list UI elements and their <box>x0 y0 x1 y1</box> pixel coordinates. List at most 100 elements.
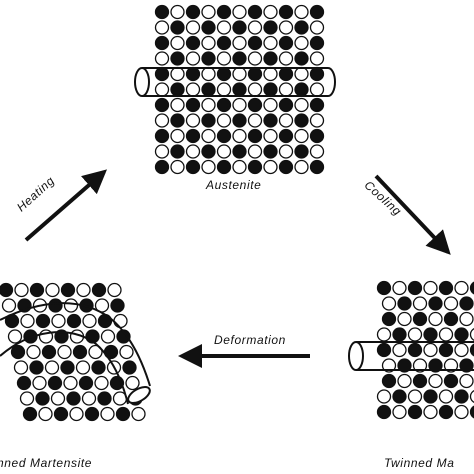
twinned-martensite-label: Twinned Ma <box>384 456 455 470</box>
detwinned-atom <box>94 375 109 391</box>
austenite-atom <box>201 159 216 175</box>
austenite-atom <box>263 4 278 20</box>
austenite-atom <box>201 128 216 144</box>
detwinned-atom <box>110 298 125 313</box>
austenite-atom <box>154 128 170 144</box>
detwinned-atom <box>41 344 57 360</box>
austenite-atom <box>154 66 170 82</box>
austenite-atom <box>185 82 201 97</box>
austenite-atom <box>185 113 201 128</box>
twinned-atom <box>428 358 443 373</box>
austenite-lattice <box>154 4 325 175</box>
austenite-atom <box>201 35 216 51</box>
austenite-atom <box>170 144 185 159</box>
detwinned-atom <box>88 344 103 360</box>
austenite-atom <box>201 51 216 66</box>
detwinned-atom <box>19 391 35 406</box>
austenite-atom <box>247 20 263 35</box>
austenite-atom <box>294 97 309 113</box>
twinned-atom <box>469 390 474 403</box>
austenite-atom <box>247 82 263 97</box>
bent-rod <box>0 302 151 405</box>
austenite-atom <box>263 82 278 97</box>
twinned-atom <box>392 327 407 342</box>
detwinned-atom <box>122 360 137 375</box>
austenite-atom <box>201 113 216 128</box>
detwinned-atom <box>125 375 140 391</box>
twinned-martensite-lattice <box>376 280 474 420</box>
detwinned-martensite-label: nned Martensite <box>0 456 93 470</box>
detwinned-atom <box>16 375 32 391</box>
austenite-atom <box>278 97 294 113</box>
austenite-atom <box>154 144 170 159</box>
austenite-atom <box>294 128 309 144</box>
twinned-atom <box>423 280 438 296</box>
twinned-atom <box>412 311 428 327</box>
detwinned-atom <box>32 375 47 391</box>
detwinned-atom <box>81 391 97 406</box>
austenite-atom <box>263 113 278 128</box>
detwinned-atom <box>63 375 78 391</box>
detwinned-atom <box>13 360 29 375</box>
detwinned-atom <box>0 282 14 298</box>
austenite-atom <box>309 144 325 159</box>
austenite-atom <box>247 128 263 144</box>
austenite-atom <box>170 128 185 144</box>
austenite-atom <box>263 97 278 113</box>
austenite-atom <box>216 144 232 159</box>
austenite-atom <box>170 4 185 20</box>
twinned-atom <box>397 358 412 373</box>
austenite-atom <box>278 4 294 20</box>
twinned-atom <box>469 328 474 341</box>
detwinned-atom <box>45 282 60 298</box>
detwinned-atom <box>50 391 66 406</box>
austenite-atom <box>247 113 263 128</box>
austenite-atom <box>232 97 247 113</box>
austenite-atom <box>294 20 309 35</box>
austenite-atom <box>170 159 185 175</box>
detwinned-atom <box>75 360 91 375</box>
detwinned-atom <box>72 344 88 360</box>
detwinned-atom <box>100 406 115 422</box>
austenite-atom <box>154 51 170 66</box>
detwinned-atom <box>22 406 38 422</box>
detwinned-atom <box>100 329 116 344</box>
austenite-atom <box>232 4 247 20</box>
austenite-atom <box>232 82 247 97</box>
detwinned-atom <box>107 282 122 298</box>
austenite-atom <box>278 51 294 66</box>
twinned-atom <box>412 373 428 389</box>
twinned-atom <box>459 358 474 373</box>
twinned-atom <box>397 311 412 327</box>
twinned-atom <box>438 327 454 342</box>
austenite-atom <box>247 144 263 159</box>
austenite-atom <box>247 159 263 175</box>
detwinned-martensite-lattice <box>0 282 146 422</box>
austenite-atom <box>216 97 232 113</box>
detwinned-atom <box>29 282 45 298</box>
detwinned-atom <box>91 282 107 298</box>
austenite-atom <box>294 144 309 159</box>
austenite-atom <box>309 113 325 128</box>
twinned-atom <box>376 389 392 404</box>
twinned-atom <box>412 296 428 311</box>
austenite-atom <box>170 35 185 51</box>
detwinned-atom <box>78 375 94 391</box>
detwinned-atom <box>10 344 26 360</box>
austenite-atom <box>309 4 325 20</box>
detwinned-atom <box>66 313 82 329</box>
detwinned-atom <box>14 282 29 298</box>
twinned-atom <box>443 296 459 311</box>
detwinned-atom <box>84 406 100 422</box>
austenite-atom <box>216 35 232 51</box>
austenite-atom <box>294 113 309 128</box>
austenite-atom <box>278 82 294 97</box>
heating-arrow <box>24 169 108 242</box>
twinned-atom <box>376 404 392 420</box>
twinned-atom <box>407 404 423 420</box>
twinned-atom <box>443 358 459 373</box>
austenite-atom <box>170 20 185 35</box>
austenite-atom <box>201 20 216 35</box>
detwinned-atom <box>29 360 44 375</box>
